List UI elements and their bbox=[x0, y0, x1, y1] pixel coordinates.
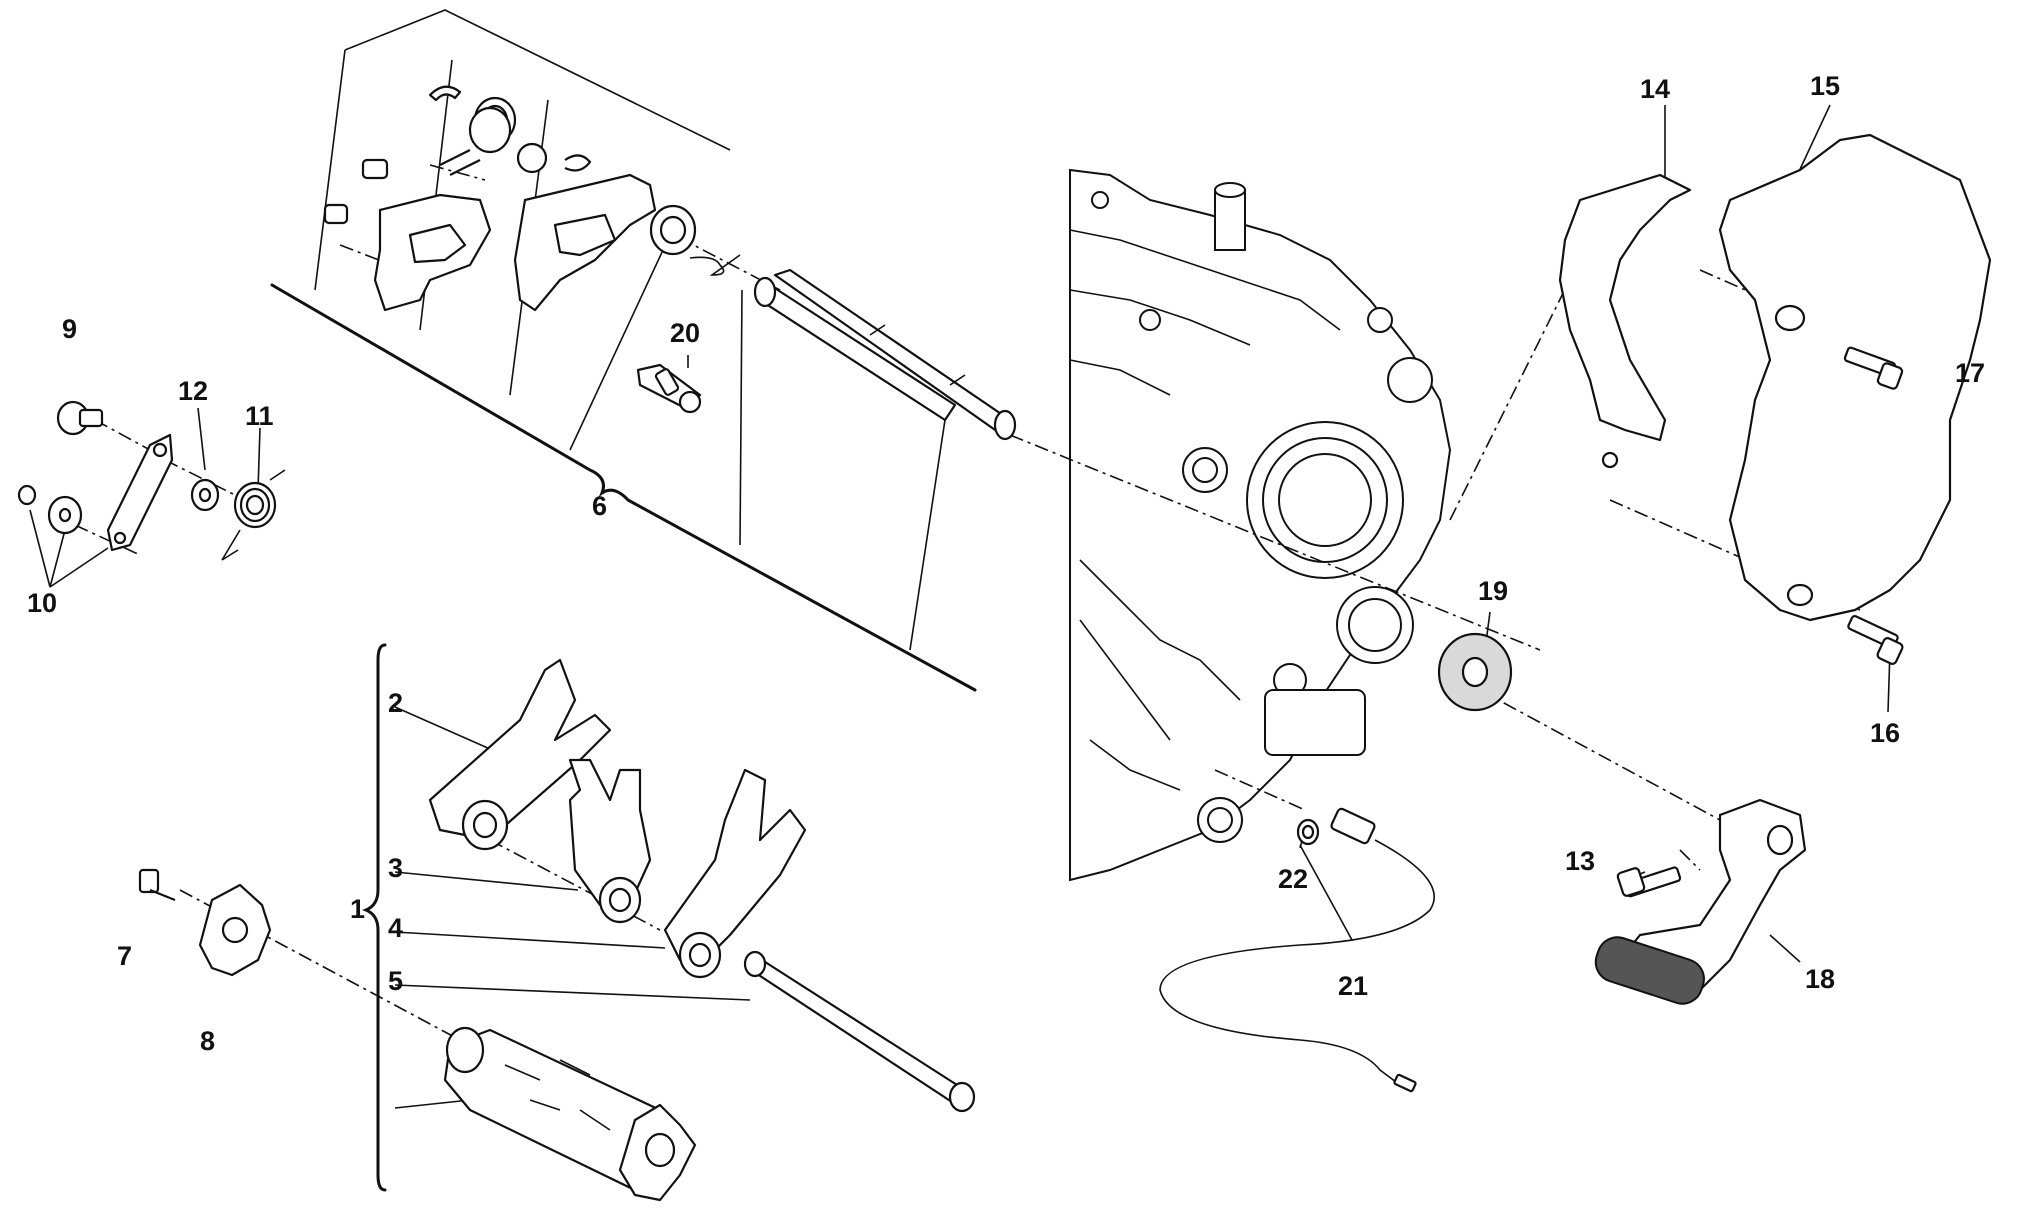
shift-drum bbox=[443, 1026, 697, 1202]
part-7-screw bbox=[138, 868, 176, 902]
callout-1: 1 bbox=[350, 894, 365, 924]
fork-rod-5 bbox=[743, 950, 976, 1113]
part-20-stud bbox=[636, 363, 702, 414]
shift-fork-2 bbox=[428, 658, 612, 851]
callout-21: 21 bbox=[1338, 971, 1368, 1001]
callout-15: 15 bbox=[1810, 71, 1840, 101]
part-9-bolt bbox=[56, 400, 104, 436]
callout-8: 8 bbox=[200, 1026, 215, 1056]
callout-22: 22 bbox=[1278, 864, 1308, 894]
callout-14: 14 bbox=[1640, 74, 1670, 104]
bracket-6 bbox=[270, 283, 977, 692]
part-21-sensor bbox=[1159, 807, 1435, 1093]
part-16-bolt bbox=[1847, 614, 1904, 665]
part-19-bushing bbox=[1437, 632, 1513, 712]
callout-9: 9 bbox=[62, 314, 77, 344]
part-15-cover bbox=[1718, 133, 1992, 622]
callout-2: 2 bbox=[388, 688, 403, 718]
part-14-guard-bracket bbox=[1558, 173, 1692, 469]
callout-10: 10 bbox=[27, 588, 57, 618]
callout-16: 16 bbox=[1870, 718, 1900, 748]
part-10-hardware bbox=[17, 484, 83, 535]
part-18-shift-pedal bbox=[1594, 798, 1807, 1005]
part-22-washer bbox=[1296, 818, 1320, 846]
callout-6: 6 bbox=[592, 491, 607, 521]
part-8-star-plate bbox=[198, 883, 272, 977]
callout-17: 17 bbox=[1955, 358, 1985, 388]
callout-20: 20 bbox=[670, 318, 700, 348]
callout-7: 7 bbox=[117, 941, 132, 971]
part-11-spring bbox=[221, 469, 286, 561]
shift-shaft-assembly bbox=[323, 85, 1017, 441]
callout-19: 19 bbox=[1478, 576, 1508, 606]
pedal-rubber bbox=[1594, 936, 1705, 1005]
callout-18: 18 bbox=[1805, 964, 1835, 994]
part-13-bolt bbox=[1616, 866, 1682, 898]
crankcase bbox=[1069, 168, 1452, 882]
bracket-1 bbox=[362, 643, 387, 1192]
callout-4: 4 bbox=[388, 913, 403, 943]
callout-5: 5 bbox=[388, 966, 403, 996]
part-12-washer bbox=[190, 478, 220, 512]
shift-fork-3 bbox=[568, 758, 652, 924]
shift-fork-4 bbox=[663, 768, 807, 979]
shift-lever-arm bbox=[106, 433, 174, 552]
part-17-bolt bbox=[1843, 346, 1904, 390]
callout-12: 12 bbox=[178, 376, 208, 406]
callout-13: 13 bbox=[1565, 846, 1595, 876]
callout-11: 11 bbox=[245, 401, 274, 431]
callout-labels: 1 2 3 4 5 6 7 8 9 10 11 12 13 14 15 16 1… bbox=[27, 71, 1985, 1056]
callout-3: 3 bbox=[388, 853, 403, 883]
